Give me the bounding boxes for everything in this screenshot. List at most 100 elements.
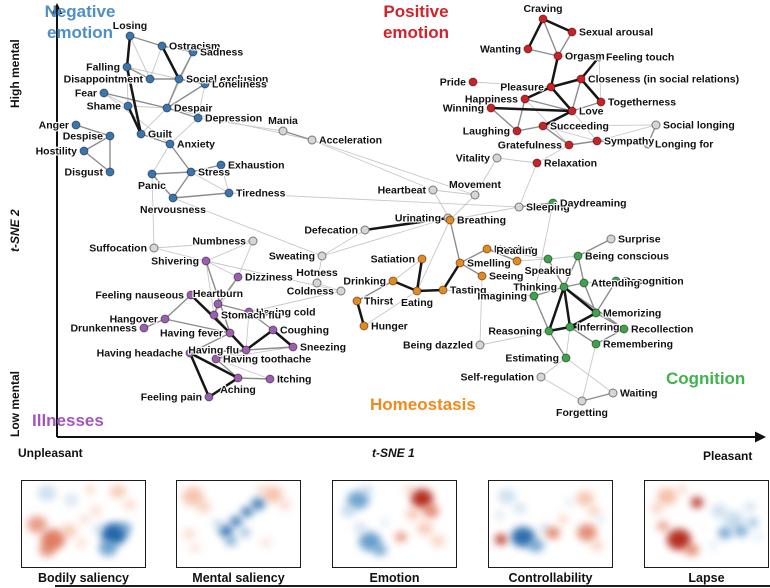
- node-label-inferring: Inferring: [577, 322, 620, 334]
- heat-blob: [372, 543, 387, 556]
- edge-anxiety-panic: [151, 143, 171, 175]
- node-label-winning: Winning: [443, 103, 484, 115]
- heat-blob: [430, 535, 445, 548]
- edge-wanting-orgasm: [527, 48, 559, 57]
- edge-falling-social_exclusion: [126, 66, 180, 80]
- x-axis-right-label: Pleasant: [703, 449, 753, 463]
- edge-sympathy-longing_for: [596, 140, 649, 145]
- edge-pleasure-pride: [472, 81, 552, 88]
- node-label-hunger: Hunger: [371, 321, 408, 333]
- heatmap-controllability: [488, 480, 613, 568]
- edge-shame-guilt: [126, 104, 143, 136]
- node-label-disappointment: Disappointment: [64, 74, 144, 86]
- node-dot-thirst: [352, 296, 362, 306]
- node-label-ostracism: Ostracism: [169, 41, 220, 53]
- node-dot-anxiety: [165, 139, 175, 149]
- panel-controllability: Controllability: [488, 480, 613, 585]
- node-label-relaxation: Relaxation: [544, 158, 597, 170]
- node-label-forgetting: Forgetting: [556, 407, 608, 419]
- node-dot-togetherness: [596, 97, 606, 107]
- edge-craving-orgasm: [542, 18, 559, 57]
- node-label-losing: Losing: [113, 20, 147, 32]
- cluster-title-cognition: Cognition: [666, 369, 746, 388]
- node-label-heartburn: Heartburn: [193, 288, 243, 300]
- node-label-sexual_arousal: Sexual arousal: [579, 27, 653, 39]
- heatmap-lapse: [644, 480, 769, 568]
- panel-lapse: Lapse: [644, 480, 769, 585]
- edge-acceleration-despair: [166, 107, 313, 141]
- node-label-reading: Reading: [496, 245, 537, 257]
- node-dot-shivering: [201, 256, 211, 266]
- edge-panic-nervousness: [151, 173, 174, 199]
- node-dot-sadness: [188, 47, 198, 57]
- node-label-imagining: Imagining: [477, 291, 527, 303]
- figure-bottom-border: [55, 585, 770, 587]
- node-dot-hangover: [160, 314, 170, 324]
- x-axis-title: t-SNE 1: [372, 446, 415, 460]
- edge-suffocation-numbness: [153, 240, 254, 249]
- node-dot-hearing: [482, 244, 492, 254]
- node-label-mania: Mania: [268, 115, 298, 127]
- node-dot-satiation: [417, 254, 427, 264]
- edge-seeing-being_dazzled: [479, 275, 483, 346]
- edge-sadness-social_exclusion: [178, 51, 194, 80]
- node-label-recollection: Recollection: [631, 324, 693, 336]
- heat-blob: [346, 490, 369, 510]
- heat-blob: [239, 528, 250, 537]
- heat-blob: [361, 484, 374, 495]
- edge-thirst-hunger: [355, 299, 366, 328]
- node-dot-surprise: [606, 234, 616, 244]
- y-axis-bottom-label: Low mental: [8, 370, 22, 437]
- node-label-happiness: Happiness: [465, 94, 518, 106]
- heat-blob: [109, 484, 126, 499]
- edge-pleasure-closeness: [549, 77, 583, 89]
- node-label-being_conscious: Being conscious: [585, 251, 669, 263]
- node-label-wanting: Wanting: [480, 44, 521, 56]
- edge-coldness-having_cold: [248, 290, 342, 313]
- node-dot-gratefulness: [564, 140, 574, 150]
- node-label-thinking: Thinking: [513, 282, 557, 294]
- heat-blob: [667, 529, 692, 550]
- node-label-feeling_pain: Feeling pain: [141, 392, 202, 404]
- heat-blob: [410, 488, 433, 508]
- node-dot-orgasm: [553, 51, 563, 61]
- node-dot-speaking: [543, 254, 553, 264]
- edge-happiness-love: [524, 98, 573, 112]
- edge-having_cold-coughing: [248, 311, 274, 331]
- node-dot-feeling_touch: [594, 52, 604, 62]
- edge-eating-tasting: [415, 288, 445, 293]
- node-label-guilt: Guilt: [148, 129, 172, 141]
- node-dot-falling: [122, 62, 132, 72]
- node-dot-craving: [538, 14, 548, 24]
- edge-heartburn-having_cold: [217, 303, 250, 313]
- node-label-having_toothache: Having toothache: [223, 354, 311, 366]
- edge-reasoning-imagining: [533, 295, 550, 332]
- edge-falling-disappointment: [126, 66, 151, 80]
- node-label-coughing: Coughing: [280, 325, 329, 337]
- node-dot-numbness: [248, 236, 258, 246]
- heat-blob: [38, 543, 55, 557]
- heat-blob: [498, 488, 517, 505]
- edge-pleasure-happiness: [523, 85, 553, 101]
- node-label-remembering: Remembering: [603, 339, 673, 351]
- edge-mania-acceleration: [282, 130, 313, 141]
- node-label-being_dazzled: Being dazzled: [403, 340, 473, 352]
- cluster-title-illnesses: Illnesses: [32, 411, 104, 430]
- heat-blob: [197, 500, 212, 513]
- node-label-having_fever: Having fever: [160, 328, 223, 340]
- node-dot-suffocation: [149, 243, 159, 253]
- node-dot-stress: [186, 167, 196, 177]
- panel-label: Emotion: [369, 571, 420, 585]
- node-dot-having_fever: [225, 328, 235, 338]
- node-label-reasoning: Reasoning: [488, 326, 542, 338]
- node-label-sympathy: Sympathy: [604, 136, 654, 148]
- heat-blob: [595, 516, 604, 524]
- edge-sympathy-social_longing: [596, 124, 657, 142]
- panel-bodily-saliency: Bodily saliency: [21, 480, 146, 585]
- heat-blob: [527, 538, 544, 553]
- edge-breathing-sleeping: [449, 206, 520, 221]
- node-label-aching: Aching: [220, 384, 256, 396]
